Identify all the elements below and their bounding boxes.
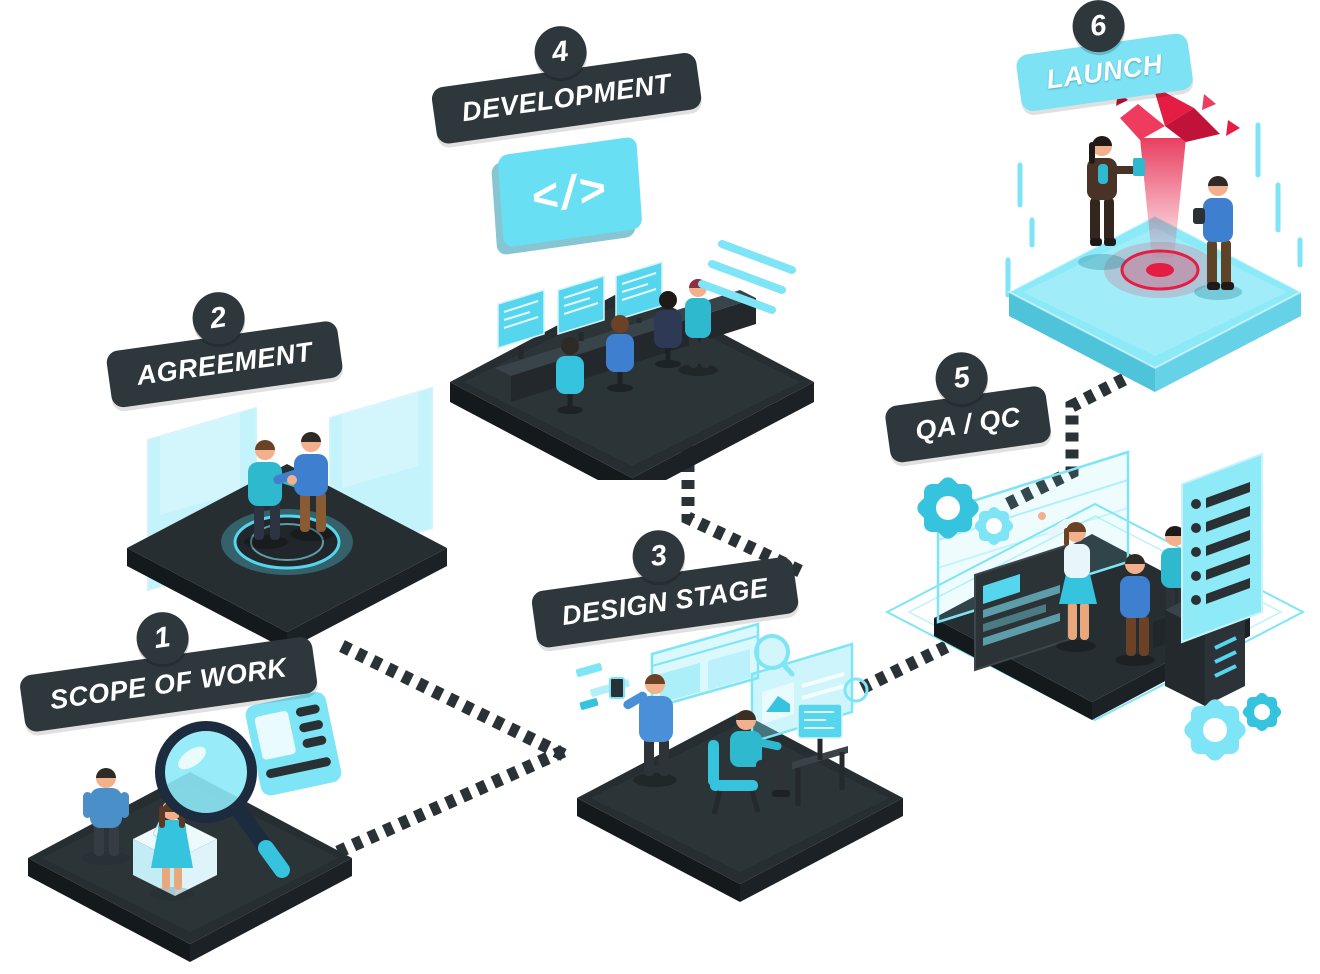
monitor-1 bbox=[497, 288, 545, 359]
gear-icon-small-top bbox=[974, 506, 1014, 546]
person-developer-3 bbox=[654, 291, 682, 368]
track-step2-step3 bbox=[339, 640, 569, 762]
person-client-male bbox=[82, 768, 130, 865]
track-step5-step6 bbox=[1005, 360, 1153, 510]
person-partner-left bbox=[244, 440, 308, 549]
person-qa-engineer bbox=[1115, 554, 1155, 666]
person-designer-seated bbox=[730, 710, 790, 797]
checklist-panel bbox=[1181, 452, 1263, 644]
ui-dot bbox=[843, 677, 869, 703]
person-qa-presenter bbox=[1038, 512, 1097, 652]
code-sign: </> bbox=[497, 136, 643, 248]
person-partner-right bbox=[273, 432, 334, 541]
person-client-female bbox=[150, 800, 194, 901]
wireframe-window-primary bbox=[650, 622, 760, 710]
documents-panel bbox=[245, 692, 342, 796]
track-step1-step3 bbox=[335, 744, 569, 858]
person-launch-male bbox=[1193, 176, 1242, 300]
person-developer-2 bbox=[606, 315, 634, 392]
step1-illustration bbox=[28, 692, 352, 962]
person-designer-standing bbox=[609, 674, 677, 787]
person-developer-1 bbox=[556, 337, 584, 414]
track-step3-step5 bbox=[859, 636, 959, 694]
qa-review-panel bbox=[974, 543, 1069, 672]
step5-illustration bbox=[884, 450, 1306, 761]
step6-illustration bbox=[1005, 86, 1304, 392]
track-step4-step3 bbox=[681, 446, 809, 580]
person-launch-female bbox=[1078, 136, 1145, 270]
step3-illustration bbox=[575, 622, 903, 902]
magnifying-glass-icon bbox=[155, 721, 290, 878]
step2-illustration bbox=[127, 386, 447, 650]
decor-slashes bbox=[698, 240, 796, 314]
gear-icon-large-bottom bbox=[1184, 699, 1246, 761]
monitor bbox=[797, 703, 843, 760]
chair bbox=[708, 740, 761, 815]
gear-icon-large-top bbox=[917, 477, 979, 539]
launch-graphic bbox=[1116, 86, 1240, 142]
search-circle-icon bbox=[754, 634, 795, 677]
gear-icon-small-bottom bbox=[1242, 692, 1282, 732]
launch-target bbox=[1104, 242, 1216, 298]
monitor-2 bbox=[557, 274, 605, 341]
launch-beam bbox=[1140, 138, 1186, 258]
step4-illustration bbox=[450, 240, 814, 480]
decor-dashes bbox=[1005, 122, 1303, 308]
